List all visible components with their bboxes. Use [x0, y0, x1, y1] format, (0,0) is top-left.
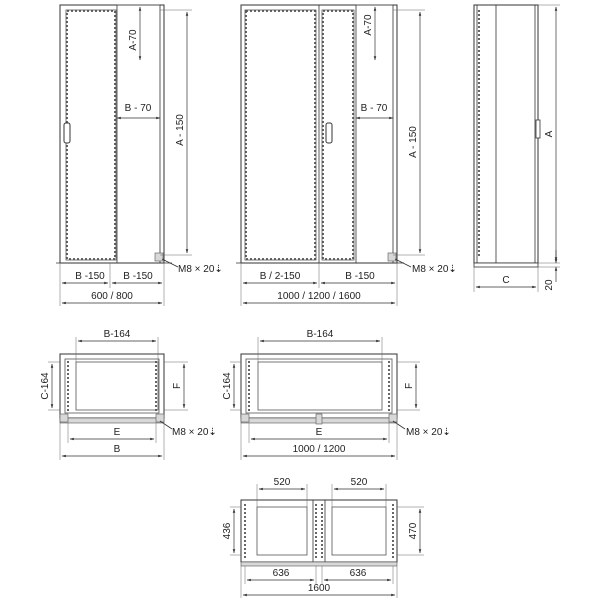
dim-overall-width: 600 / 800 — [91, 291, 133, 302]
left-door-panel — [244, 9, 317, 261]
dim-b-minus-70: B - 70 — [125, 103, 152, 114]
bolt-label: M8 × 20⇣ — [172, 427, 217, 438]
dim-a-minus-150: A - 150 — [175, 114, 186, 146]
dim-inner-depth: C-164 — [222, 372, 233, 400]
bolt-label: M8 × 20⇣ — [406, 427, 451, 438]
bolt-label: M8 × 20⇣ — [412, 264, 457, 275]
plan-view-1600: 520 520 436 470 636 636 1600 — [222, 477, 424, 598]
dim-height: A — [544, 130, 555, 137]
plan-view-single: B-164 C-164 F E M8 × 20⇣ B — [40, 329, 217, 460]
right-door-gasket — [322, 10, 354, 260]
dim-e: E — [316, 427, 323, 438]
dim-half-width: B / 2-150 — [260, 271, 301, 282]
dim-inner-depth: C-164 — [40, 372, 51, 400]
bolt-label: M8 × 20⇣ — [178, 264, 223, 275]
plan-outline — [240, 353, 398, 419]
dim-b-minus-150-right: B -150 — [123, 271, 153, 282]
dim-overall-width: B — [114, 444, 121, 455]
dim-f: F — [172, 383, 183, 389]
dim-a-minus-70: A-70 — [128, 29, 139, 51]
cabinet-outline — [59, 4, 165, 264]
right-door-panel — [321, 9, 355, 261]
dim-a-minus-150: A - 150 — [408, 126, 419, 158]
door-handle — [63, 122, 71, 144]
dim-b-minus-70: B - 70 — [361, 103, 388, 114]
dim-inner-width: B-164 — [307, 329, 334, 340]
plinth — [473, 262, 539, 268]
side-outline — [473, 4, 539, 264]
dim-plinth: 20 — [544, 279, 555, 291]
dim-overall-width: 1000 / 1200 / 1600 — [277, 291, 361, 302]
door-handle — [325, 122, 333, 144]
dim-fix-right: 636 — [350, 568, 367, 579]
dim-depth-left: 436 — [222, 522, 233, 539]
plan-outline — [59, 353, 165, 419]
dim-depth-right: 470 — [408, 522, 419, 539]
ground-bolt — [154, 252, 164, 262]
side-view: A C 20 — [473, 4, 560, 292]
dim-fix-left: 636 — [273, 568, 290, 579]
dim-a-minus-70: A-70 — [363, 14, 374, 36]
plan-outline — [240, 499, 398, 563]
dim-b-minus-150: B -150 — [345, 271, 375, 282]
dim-inner-width: B-164 — [104, 329, 131, 340]
dim-b-minus-150-left: B -150 — [75, 271, 105, 282]
front-view-double: A-70 B - 70 A - 150 M8 × 20⇣ B / 2-150 B… — [236, 4, 457, 306]
dim-opening-right: 520 — [351, 477, 368, 488]
dim-e: E — [114, 427, 121, 438]
left-door-gasket — [245, 10, 316, 260]
plan-view-double: B-164 C-164 F E M8 × 20⇣ 1000 / 1200 — [222, 329, 451, 460]
dim-depth: C — [502, 275, 509, 286]
dim-opening-left: 520 — [274, 477, 291, 488]
ground-bolt — [387, 252, 397, 262]
dim-overall-width: 1000 / 1200 — [293, 444, 346, 455]
dim-f: F — [404, 383, 415, 389]
dim-overall-width: 1600 — [308, 583, 331, 594]
front-view-single: A-70 B - 70 A - 150 M8 × 20⇣ B -150 B -1… — [56, 4, 223, 306]
